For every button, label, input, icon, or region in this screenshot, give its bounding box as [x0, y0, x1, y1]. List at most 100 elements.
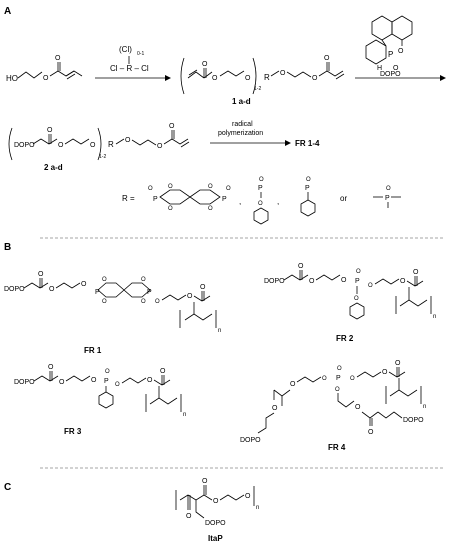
svg-text:O: O — [341, 277, 347, 284]
svg-text:O: O — [200, 284, 206, 291]
hydroxyethyl-acrylate: HO O O — [6, 55, 83, 83]
svg-text:O: O — [105, 369, 110, 375]
itap-dopo: DOPO — [205, 520, 226, 527]
ho-label: HO — [6, 74, 18, 83]
fr3-label: FR 3 — [64, 427, 82, 436]
dopo-structure: P O H O DOPO — [365, 15, 413, 78]
r-label-a: R — [264, 73, 270, 82]
reagent-cl-r-cl: Cl – R – Cl — [110, 64, 149, 73]
svg-text:O: O — [413, 269, 419, 276]
svg-text:O: O — [259, 177, 264, 183]
fr1-structure: DOPO O O O P P O O O O O O O n FR 1 — [4, 271, 221, 355]
svg-text:O: O — [168, 206, 173, 212]
svg-text:O: O — [335, 387, 340, 393]
svg-text:O: O — [280, 70, 286, 77]
svg-text:O: O — [356, 269, 361, 275]
or-word: or — [340, 194, 347, 203]
svg-text:O: O — [309, 278, 315, 285]
itap-n: n — [256, 505, 259, 511]
svg-text:P: P — [153, 196, 158, 203]
panel-label-c: C — [4, 482, 11, 493]
product-fr1-4: FR 1-4 — [295, 139, 320, 148]
svg-text:O: O — [59, 379, 65, 386]
svg-text:P: P — [305, 185, 310, 192]
svg-text:O: O — [245, 493, 251, 500]
fr2-n: n — [433, 314, 436, 320]
panel-label-b: B — [4, 242, 11, 253]
svg-text:O: O — [55, 55, 61, 62]
svg-text:P: P — [355, 278, 360, 285]
reagent-cl-top: (Cl) — [119, 45, 132, 54]
sub-1-2-b: 1-2 — [99, 154, 106, 160]
svg-text:O: O — [168, 184, 173, 190]
reagent-cl-sub: 0-1 — [137, 51, 144, 57]
svg-text:O: O — [395, 360, 401, 367]
svg-text:O: O — [155, 299, 160, 305]
svg-text:O: O — [202, 478, 208, 485]
product-2: DOPO O O O 1-2 R O O O 2 a-d — [8, 123, 190, 172]
product-1-label: 1 a-d — [232, 97, 251, 106]
fr1-dopo: DOPO — [4, 286, 25, 293]
r-definitions: R = P P O O O O O O , P O O , P O — [122, 177, 401, 225]
fr2-structure: DOPO O O O P O O O O O n FR 2 — [264, 263, 436, 343]
svg-text:O: O — [355, 404, 361, 411]
product-2-label: 2 a-d — [44, 163, 63, 172]
phosphate-core: P O — [373, 186, 401, 208]
fr2-dopo: DOPO — [264, 278, 285, 285]
svg-text:O: O — [186, 513, 192, 520]
fr1-n: n — [218, 328, 221, 334]
fr4-dopo-b: DOPO — [403, 417, 424, 424]
svg-text:O: O — [400, 278, 406, 285]
sub-1-2-a: 1-2 — [254, 86, 261, 92]
arrow-step-2: P O H O DOPO — [355, 15, 446, 81]
r-def-label: R = — [122, 194, 135, 203]
fr4-label: FR 4 — [328, 443, 346, 452]
svg-text:O: O — [208, 184, 213, 190]
svg-text:O: O — [38, 271, 44, 278]
svg-text:O: O — [382, 369, 388, 376]
itap-label: ItaP — [208, 534, 223, 543]
itap-structure: O DOPO O O O n ItaP — [175, 478, 259, 543]
dopo-o: O — [398, 48, 404, 55]
svg-text:O: O — [81, 281, 87, 288]
comma-1: , — [239, 197, 241, 206]
arrow-step-1: (Cl) 0-1 Cl – R – Cl — [95, 45, 171, 81]
dopo-in-chain: DOPO — [14, 142, 35, 149]
fr4-structure: P O O O O O O DOPO O O n O O DOPO FR 4 — [240, 360, 426, 452]
svg-text:P: P — [222, 196, 227, 203]
svg-text:O: O — [212, 75, 218, 82]
svg-text:O: O — [298, 263, 304, 270]
svg-text:O: O — [187, 293, 193, 300]
product-1: O O O 1-2 R O O O 1 a-d — [180, 55, 345, 106]
dopo-p: P — [388, 50, 393, 59]
svg-text:O: O — [102, 277, 107, 283]
svg-text:O: O — [258, 201, 263, 207]
svg-text:O: O — [43, 75, 49, 82]
dopo-h: H — [377, 65, 382, 72]
svg-text:O: O — [47, 127, 53, 134]
svg-text:P: P — [385, 195, 390, 202]
svg-text:O: O — [115, 382, 120, 388]
spiro-diphosphate: P P O O O O O O — [148, 184, 231, 212]
svg-text:O: O — [102, 299, 107, 305]
phenyl-phosphate: P O O — [253, 177, 269, 225]
svg-text:O: O — [169, 123, 175, 130]
arrow3-top: radical — [232, 121, 253, 128]
svg-text:O: O — [226, 186, 231, 192]
svg-text:O: O — [160, 368, 166, 375]
svg-text:O: O — [48, 364, 54, 371]
svg-text:O: O — [322, 376, 327, 382]
comma-2: , — [277, 197, 279, 206]
svg-text:O: O — [147, 377, 153, 384]
r-label-b: R — [108, 140, 114, 149]
svg-text:O: O — [368, 283, 373, 289]
svg-text:O: O — [393, 65, 399, 72]
svg-text:O: O — [312, 75, 318, 82]
svg-text:O: O — [290, 381, 296, 388]
svg-text:O: O — [148, 186, 153, 192]
svg-text:O: O — [125, 137, 131, 144]
phenyl-phosphonate: P O — [300, 177, 316, 217]
svg-text:O: O — [245, 75, 251, 82]
dopo-label: DOPO — [380, 71, 401, 78]
